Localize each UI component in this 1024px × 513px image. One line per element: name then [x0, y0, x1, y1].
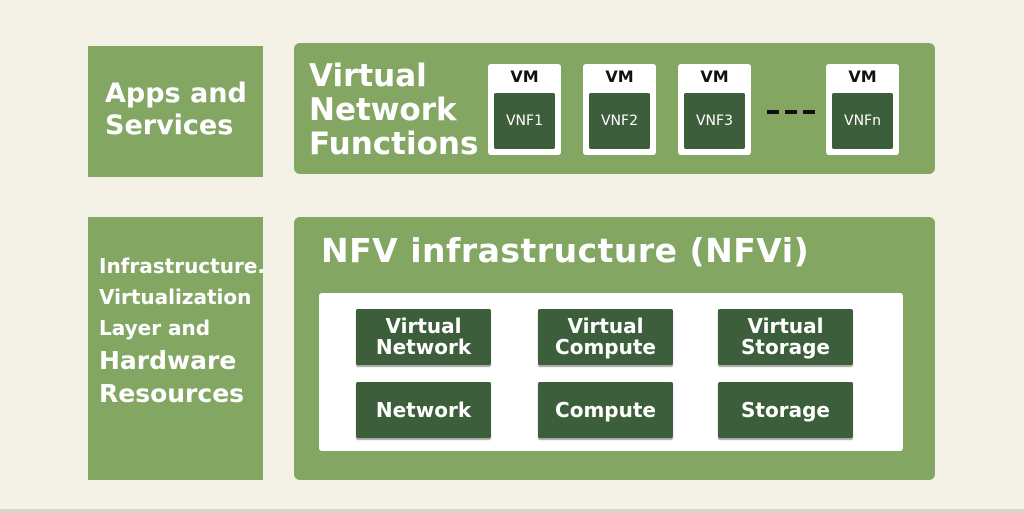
apps-services-panel: Apps and Services: [88, 46, 263, 177]
vm-card-2: VM VNF2: [583, 64, 656, 155]
infra-line2: Virtualization: [99, 285, 252, 309]
vnf-title: Virtual Network Functions: [309, 59, 499, 161]
vnf-box-n: VNFn: [832, 93, 893, 149]
vnf-panel: Virtual Network Functions VM VNF1 VM VNF…: [294, 43, 935, 174]
apps-services-label: Apps and Services: [105, 78, 247, 141]
vm-card-n: VM VNFn: [826, 64, 899, 155]
vm-card-3: VM VNF3: [678, 64, 751, 155]
infra-line5: Resources: [99, 379, 245, 408]
vnf-box-3: VNF3: [684, 93, 745, 149]
vnf-box-2: VNF2: [589, 93, 650, 149]
compute-box: Compute: [538, 382, 673, 438]
vm-card-1: VM VNF1: [488, 64, 561, 155]
ellipsis-dashes: [767, 110, 815, 114]
network-label: Network: [375, 397, 472, 422]
vnf-box-1: VNF1: [494, 93, 555, 149]
virtual-network-box: Virtual Network: [356, 309, 491, 365]
nfvi-title: NFV infrastructure (NFVi): [321, 231, 810, 270]
vm-label: VM: [605, 67, 634, 86]
infra-line1: Infrastructure.: [99, 254, 265, 278]
dash: [803, 110, 815, 114]
virtual-storage-line2: Storage: [741, 335, 830, 359]
storage-box: Storage: [718, 382, 853, 438]
virtual-compute-line1: Virtual: [567, 314, 644, 338]
virtual-compute-line2: Compute: [555, 335, 656, 359]
infra-line4: Hardware: [99, 346, 237, 375]
vnf-title-line2: Network: [309, 92, 457, 128]
infrastructure-label: Infrastructure. Virtualization Layer and…: [99, 251, 265, 410]
virtual-network-line2: Network: [375, 335, 472, 359]
vnf-title-line1: Virtual: [309, 58, 427, 94]
infra-line3: Layer and: [99, 316, 211, 340]
nfvi-panel: NFV infrastructure (NFVi) Virtual Networ…: [294, 217, 935, 480]
compute-label: Compute: [555, 397, 656, 422]
nfvi-resources-area: Virtual Network Virtual Compute Virtual …: [319, 293, 903, 451]
vm-label: VM: [510, 67, 539, 86]
vm-label: VM: [700, 67, 729, 86]
network-box: Network: [356, 382, 491, 438]
infrastructure-panel: Infrastructure. Virtualization Layer and…: [88, 217, 265, 480]
dash: [785, 110, 797, 114]
storage-label: Storage: [741, 397, 830, 422]
virtual-storage-box: Virtual Storage: [718, 309, 853, 365]
virtual-compute-box: Virtual Compute: [538, 309, 673, 365]
vm-label: VM: [848, 67, 877, 86]
dash: [767, 110, 779, 114]
virtual-storage-line1: Virtual: [747, 314, 824, 338]
virtual-network-line1: Virtual: [385, 314, 462, 338]
bottom-divider: [0, 509, 1024, 513]
vnf-title-line3: Functions: [309, 126, 479, 162]
